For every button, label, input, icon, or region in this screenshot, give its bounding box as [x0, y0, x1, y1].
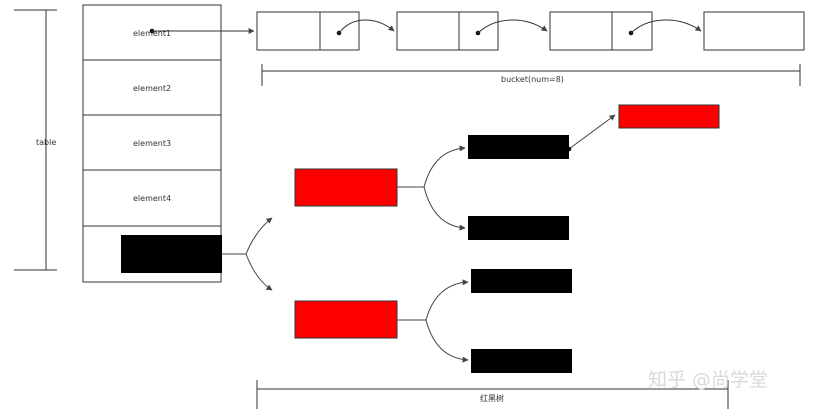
red-node-upper: [294, 168, 398, 207]
linked-list: [149, 11, 805, 51]
table-cell-element4: element4: [133, 194, 171, 203]
red-node-lower: [294, 300, 398, 339]
table-cell-element1: element1: [133, 29, 171, 38]
table-cell-black-node: [121, 235, 222, 273]
list-node-2: [396, 11, 499, 51]
bucket-label: bucket(num=8): [501, 75, 564, 84]
black-node-1: [468, 135, 569, 159]
table-bracket: [14, 9, 57, 271]
tree-label: 红黑树: [480, 393, 504, 403]
table-label: table: [36, 138, 56, 147]
list-node-3: [549, 11, 653, 51]
bucket-bracket: [261, 64, 801, 86]
red-node-right: [618, 104, 720, 129]
tree-edges: [222, 114, 616, 363]
black-node-4: [471, 349, 572, 373]
watermark: 知乎 @尚学堂: [648, 369, 768, 391]
list-node-4: [703, 11, 805, 51]
tree-bracket: [256, 380, 729, 409]
list-node-1: [256, 11, 360, 51]
table-cell-element2: element2: [133, 84, 171, 93]
black-node-2: [468, 216, 569, 240]
table-cell-element3: element3: [133, 139, 171, 148]
black-node-3: [471, 269, 572, 293]
